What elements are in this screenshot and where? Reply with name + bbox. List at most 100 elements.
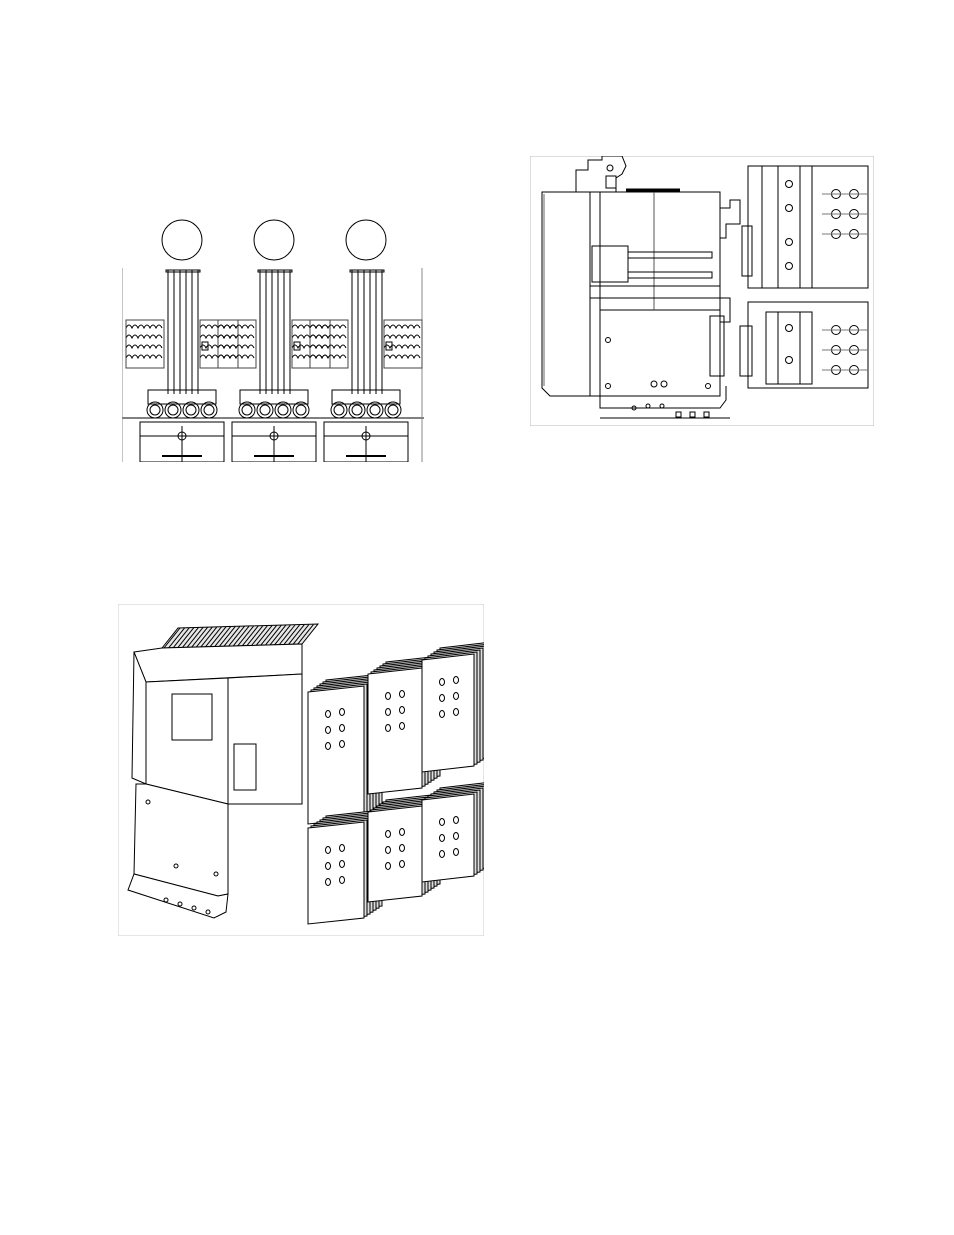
iso-terminal-lower-3-hole-4: [454, 833, 459, 840]
side-hole-3: [660, 404, 664, 408]
pole-3-bar-cap: [350, 270, 384, 272]
pole-3-terminal-inner-1: [334, 405, 344, 415]
side-upper-bolt-4: [786, 263, 793, 270]
side-slot-1: [676, 412, 681, 417]
side-lower-clamp: [710, 316, 724, 376]
pole-1-bar-cap: [166, 270, 200, 272]
side-screw-5: [706, 384, 711, 389]
side-upper-connector: [720, 200, 740, 238]
side-latch-pin: [607, 165, 613, 171]
iso-terminal-upper-1-hole-4: [340, 725, 345, 732]
iso-terminal-lower-2-plate-0: [368, 806, 422, 902]
pole-3-terminal-inner-3: [370, 405, 380, 415]
iso-terminal-lower-1-hole-2: [340, 845, 345, 852]
iso-terminal-upper-2-hole-5: [386, 725, 391, 732]
pole-group: [126, 220, 422, 462]
iso-front-panel: [172, 694, 212, 740]
iso-base-hole-2: [178, 902, 182, 906]
iso-terminal-lower-1-hole-4: [340, 861, 345, 868]
iso-screw-3: [214, 872, 218, 876]
side-upper-bolt-2: [786, 205, 793, 212]
iso-base-hole-4: [206, 910, 210, 914]
phase-circle-3: [346, 220, 386, 260]
phase-circle-1: [162, 220, 202, 260]
isometric-view-drawing: [118, 604, 484, 936]
side-hole-pattern: [822, 190, 868, 375]
pole-2-bar-cap: [258, 270, 292, 272]
isometric-view-svg: [118, 604, 484, 936]
pole-2-arc-chute-left: [218, 325, 254, 358]
iso-terminal-lower-3-plate-0: [422, 794, 474, 882]
iso-terminal-lower-1-hole-1: [326, 847, 331, 854]
side-front-cover: [542, 192, 600, 396]
iso-mid-block: [234, 744, 256, 790]
side-upper-bolt-1: [786, 181, 793, 188]
front-view-svg: [122, 212, 424, 462]
side-lower-bolt-2: [786, 357, 793, 364]
iso-terminal-upper-1-hole-3: [326, 727, 331, 734]
pole-3-terminal-inner-2: [352, 405, 362, 415]
pole-3-arc-chute-left: [310, 325, 346, 358]
iso-terminal-lower-2-hole-4: [400, 845, 405, 852]
iso-screw-1: [146, 800, 150, 804]
pole-2-terminal-inner-3: [278, 405, 288, 415]
side-top-latch: [576, 156, 626, 192]
iso-terminal-lower-3-hole-2: [454, 817, 459, 824]
iso-terminal-lower-3-hole-1: [440, 819, 445, 826]
iso-terminal-lower-1-plate-0: [308, 822, 364, 924]
side-screw-2: [606, 384, 611, 389]
iso-terminal-upper-2-hole-1: [386, 693, 391, 700]
iso-terminal-upper-3-hole-3: [440, 695, 445, 702]
iso-terminal-upper-2-hole-3: [386, 709, 391, 716]
side-latch-block: [606, 176, 616, 188]
iso-terminal-upper-1-hole-2: [340, 709, 345, 716]
pole-2-base-block: [240, 390, 308, 404]
iso-terminal-upper-3-hole-4: [454, 693, 459, 700]
side-lower-terminal-bar: [778, 312, 800, 384]
iso-terminal-lower-3-hole-6: [454, 849, 459, 856]
iso-terminal-lower-1-hole-3: [326, 863, 331, 870]
iso-terminal-upper-1-hole-6: [340, 741, 345, 748]
side-lower-connector: [720, 298, 730, 322]
phase-circle-2: [254, 220, 294, 260]
side-lower-bolt-1: [786, 325, 793, 332]
side-upper-terminal: [748, 166, 868, 288]
side-lower-terminal-inner: [766, 312, 812, 384]
side-screw-1: [606, 338, 611, 343]
side-view-drawing: [530, 156, 874, 426]
side-slide-rail-lower: [628, 272, 712, 278]
side-screw-4: [661, 381, 667, 387]
iso-terminal-lower-3: [422, 782, 484, 882]
iso-terminal-upper-2-plate-0: [368, 668, 422, 794]
iso-terminal-lower-2-hole-1: [386, 831, 391, 838]
iso-base-hole-3: [192, 906, 196, 910]
iso-terminal-lower-2-hole-3: [386, 847, 391, 854]
pole-2: [218, 220, 330, 462]
iso-terminal-upper-3-hole-6: [454, 709, 459, 716]
side-slot-2: [690, 412, 695, 417]
iso-terminal-lower-3-hole-3: [440, 835, 445, 842]
iso-terminal-lower-3-hole-5: [440, 851, 445, 858]
iso-terminal-group: [308, 642, 484, 924]
pole-3-terminal-inner-4: [388, 405, 398, 415]
iso-terminal-lower-1-hole-5: [326, 879, 331, 886]
iso-terminal-upper-3: [422, 642, 484, 772]
pole-1-terminal-inner-4: [204, 405, 214, 415]
pole-1-arc-chute-left: [126, 325, 162, 358]
side-slot-3: [704, 412, 709, 417]
iso-terminal-upper-1-plate-0: [308, 686, 364, 824]
side-slide-rail-upper: [628, 252, 712, 258]
side-hole-2: [646, 404, 650, 408]
iso-base-hole-1: [164, 898, 168, 902]
side-upper-housing: [600, 192, 720, 310]
side-upper-terminal-inner: [762, 166, 812, 288]
pole-1: [126, 220, 238, 462]
pole-2-terminal-inner-4: [296, 405, 306, 415]
iso-terminal-upper-3-plate-0: [422, 654, 474, 772]
iso-terminal-lower-2-hole-5: [386, 863, 391, 870]
side-upper-bolt-3: [786, 239, 793, 246]
pole-1-terminal-inner-3: [186, 405, 196, 415]
pole-2-terminal-inner-1: [242, 405, 252, 415]
side-view-svg: [530, 156, 874, 426]
side-screw-3: [651, 381, 657, 387]
